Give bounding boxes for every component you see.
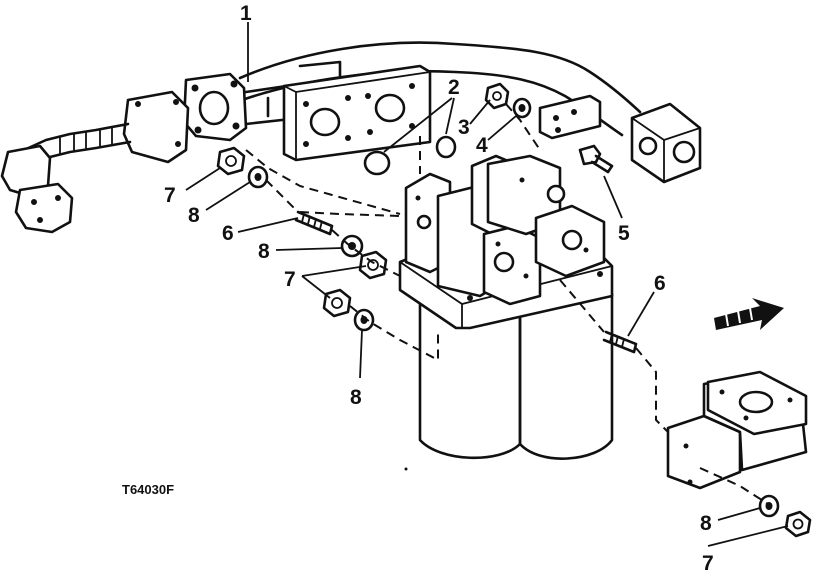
valve-hole	[583, 247, 589, 253]
washer-4	[512, 97, 532, 119]
nut-3	[484, 82, 510, 110]
stud-6-left	[294, 210, 334, 236]
flange-port	[198, 90, 230, 126]
filter-canister	[418, 290, 522, 460]
stud-6-right	[602, 330, 638, 354]
fitting-port	[638, 136, 658, 156]
bracket-hole	[687, 479, 693, 485]
o-ring	[435, 135, 457, 159]
bracket-hole	[743, 415, 749, 421]
plate-port	[374, 93, 406, 123]
washer-8-a	[247, 165, 269, 189]
plate-hole	[303, 141, 309, 147]
callout-3: 3	[458, 116, 470, 139]
bracket-hole	[787, 397, 793, 403]
callout-6-left: 6	[222, 222, 234, 245]
valve-hole	[523, 273, 529, 279]
callout-7-middle: 7	[284, 268, 296, 291]
callout-7-lower: 7	[702, 552, 714, 573]
valve-port	[493, 251, 515, 273]
fitting-port	[672, 140, 696, 164]
nut-7-d	[784, 510, 812, 538]
bracket-hole	[571, 109, 577, 115]
callout-4: 4	[476, 134, 488, 157]
leader-lines	[185, 22, 789, 547]
lower-bracket-block	[666, 370, 808, 490]
tube-upper-edge	[238, 41, 642, 114]
flange-hole	[191, 84, 199, 92]
valve-hole	[519, 177, 525, 183]
hose-coupling	[0, 90, 190, 234]
nut-7-b	[358, 250, 388, 280]
base-plate-edge	[399, 261, 613, 328]
coupling-hole	[55, 195, 61, 201]
plate-edge	[283, 71, 431, 160]
callout-labels: 1 2 3 4 5 6 6 7 7 7 8 8 8 8	[164, 2, 714, 573]
washer-8-c	[353, 308, 375, 332]
bracket-hole	[683, 443, 689, 449]
base-hole	[467, 295, 473, 301]
plate-hole	[345, 135, 351, 141]
callout-8-middle: 8	[258, 240, 270, 263]
plate-hole	[303, 101, 309, 107]
valve-port	[416, 214, 432, 230]
callout-6-right: 6	[654, 272, 666, 295]
figure-id: T64030F	[122, 482, 174, 497]
hose-line	[22, 122, 130, 152]
tube-manifold-assembly	[182, 41, 702, 184]
callout-2: 2	[448, 76, 460, 99]
filter-canister	[518, 292, 614, 460]
callout-8-upper: 8	[188, 204, 200, 227]
hose-crimp	[59, 128, 113, 154]
bolt-5	[578, 144, 614, 174]
plate-hole	[365, 93, 371, 99]
coupling-hole	[31, 199, 37, 205]
flange-hole	[230, 80, 238, 88]
plate-hole	[409, 83, 415, 89]
nut-7-a	[216, 146, 246, 176]
callout-8-lower: 8	[700, 512, 712, 535]
speck	[404, 467, 408, 471]
assembly-lines	[245, 103, 769, 505]
plate-port	[309, 107, 341, 137]
coupling-hole	[175, 141, 181, 147]
coupling-flange-lower	[14, 182, 74, 234]
callout-8-bottom: 8	[350, 386, 362, 409]
coupling-hole	[135, 101, 141, 107]
tube-bracket	[538, 94, 602, 140]
plate-hole	[345, 95, 351, 101]
bracket-hole	[553, 115, 559, 121]
valve-hole	[495, 241, 501, 247]
coupling-hole	[173, 99, 179, 105]
coupling-flange-upper	[122, 90, 190, 164]
washer-8-d	[758, 494, 780, 518]
filter-assembly	[398, 154, 614, 460]
flange-hole	[232, 122, 240, 130]
plate-hole	[367, 129, 373, 135]
bracket-hole	[555, 127, 561, 133]
pipe-stub	[266, 60, 342, 118]
bracket-hole	[719, 389, 725, 395]
callout-1: 1	[240, 2, 252, 25]
nut-7-c	[322, 288, 352, 318]
fitting-edge	[631, 117, 701, 182]
valve-port	[561, 229, 583, 251]
callout-5: 5	[618, 222, 630, 245]
callout-7-upper: 7	[164, 184, 176, 207]
mounting-plate	[282, 64, 432, 162]
front-direction-arrow	[714, 298, 784, 330]
flange-hole	[194, 126, 202, 134]
base-hole	[597, 271, 603, 277]
valve-hole	[415, 195, 421, 201]
o-ring	[363, 150, 391, 176]
valve-port	[546, 184, 566, 204]
coupling-hole	[37, 217, 43, 223]
bracket-port	[738, 390, 774, 414]
